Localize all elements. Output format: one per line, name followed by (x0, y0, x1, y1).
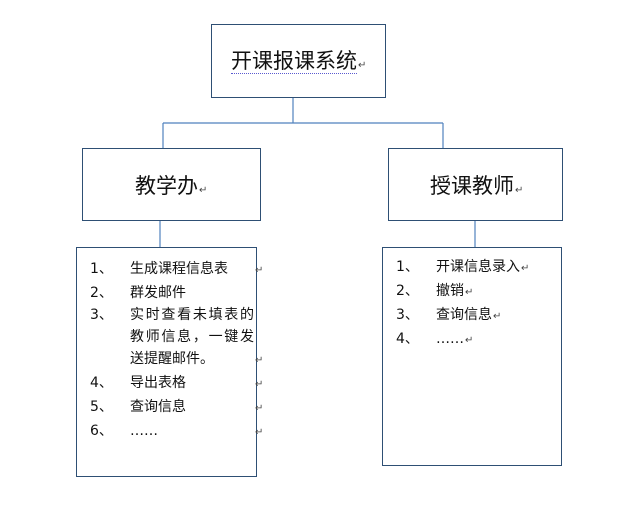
paragraph-mark-icon: ↵ (255, 265, 264, 276)
right-item-list: 1、 开课信息录入↵ 2、 撤销↵ 3、 查询信息↵ 4、 ……↵ (396, 256, 529, 352)
paragraph-mark-icon: ↵ (255, 403, 264, 414)
list-item: 4、 导出表格↵ (90, 375, 264, 391)
left-node: 教学办↵ (82, 148, 261, 221)
left-list-box: 1、 生成课程信息表↵ 2、 群发邮件 3、 实时查看未填表的教师信息，一键发送… (76, 247, 263, 477)
paragraph-mark-icon: ↵ (199, 185, 208, 196)
list-item: 6、 ……↵ (90, 423, 264, 439)
list-item: 2、 撤销↵ (396, 283, 474, 299)
root-title: 开课报课系统 (231, 49, 357, 74)
list-item: 2、 群发邮件 (90, 285, 186, 301)
left-item-list: 1、 生成课程信息表↵ 2、 群发邮件 3、 实时查看未填表的教师信息，一键发送… (90, 258, 263, 444)
paragraph-mark-icon: ↵ (255, 355, 264, 366)
list-item: 1、 生成课程信息表↵ (90, 261, 264, 277)
root-node: 开课报课系统↵ (211, 24, 386, 98)
left-node-title: 教学办 (135, 174, 198, 198)
paragraph-mark-icon: ↵ (521, 263, 530, 274)
right-node: 授课教师↵ (388, 148, 563, 221)
paragraph-mark-icon: ↵ (465, 287, 474, 298)
paragraph-mark-icon: ↵ (465, 335, 474, 346)
paragraph-mark-icon: ↵ (358, 60, 367, 71)
right-node-title: 授课教师 (430, 174, 514, 198)
paragraph-mark-icon: ↵ (255, 427, 264, 438)
list-item: 1、 开课信息录入↵ (396, 259, 530, 275)
paragraph-mark-icon: ↵ (255, 379, 264, 390)
list-item: 3、 实时查看未填表的教师信息，一键发送提醒邮件。↵ (90, 307, 264, 367)
list-item: 4、 ……↵ (396, 331, 474, 347)
list-item: 3、 查询信息↵ (396, 307, 502, 323)
paragraph-mark-icon: ↵ (493, 311, 502, 322)
right-list-box: 1、 开课信息录入↵ 2、 撤销↵ 3、 查询信息↵ 4、 ……↵ (382, 247, 562, 466)
paragraph-mark-icon: ↵ (515, 185, 524, 196)
list-item: 5、 查询信息↵ (90, 399, 264, 415)
